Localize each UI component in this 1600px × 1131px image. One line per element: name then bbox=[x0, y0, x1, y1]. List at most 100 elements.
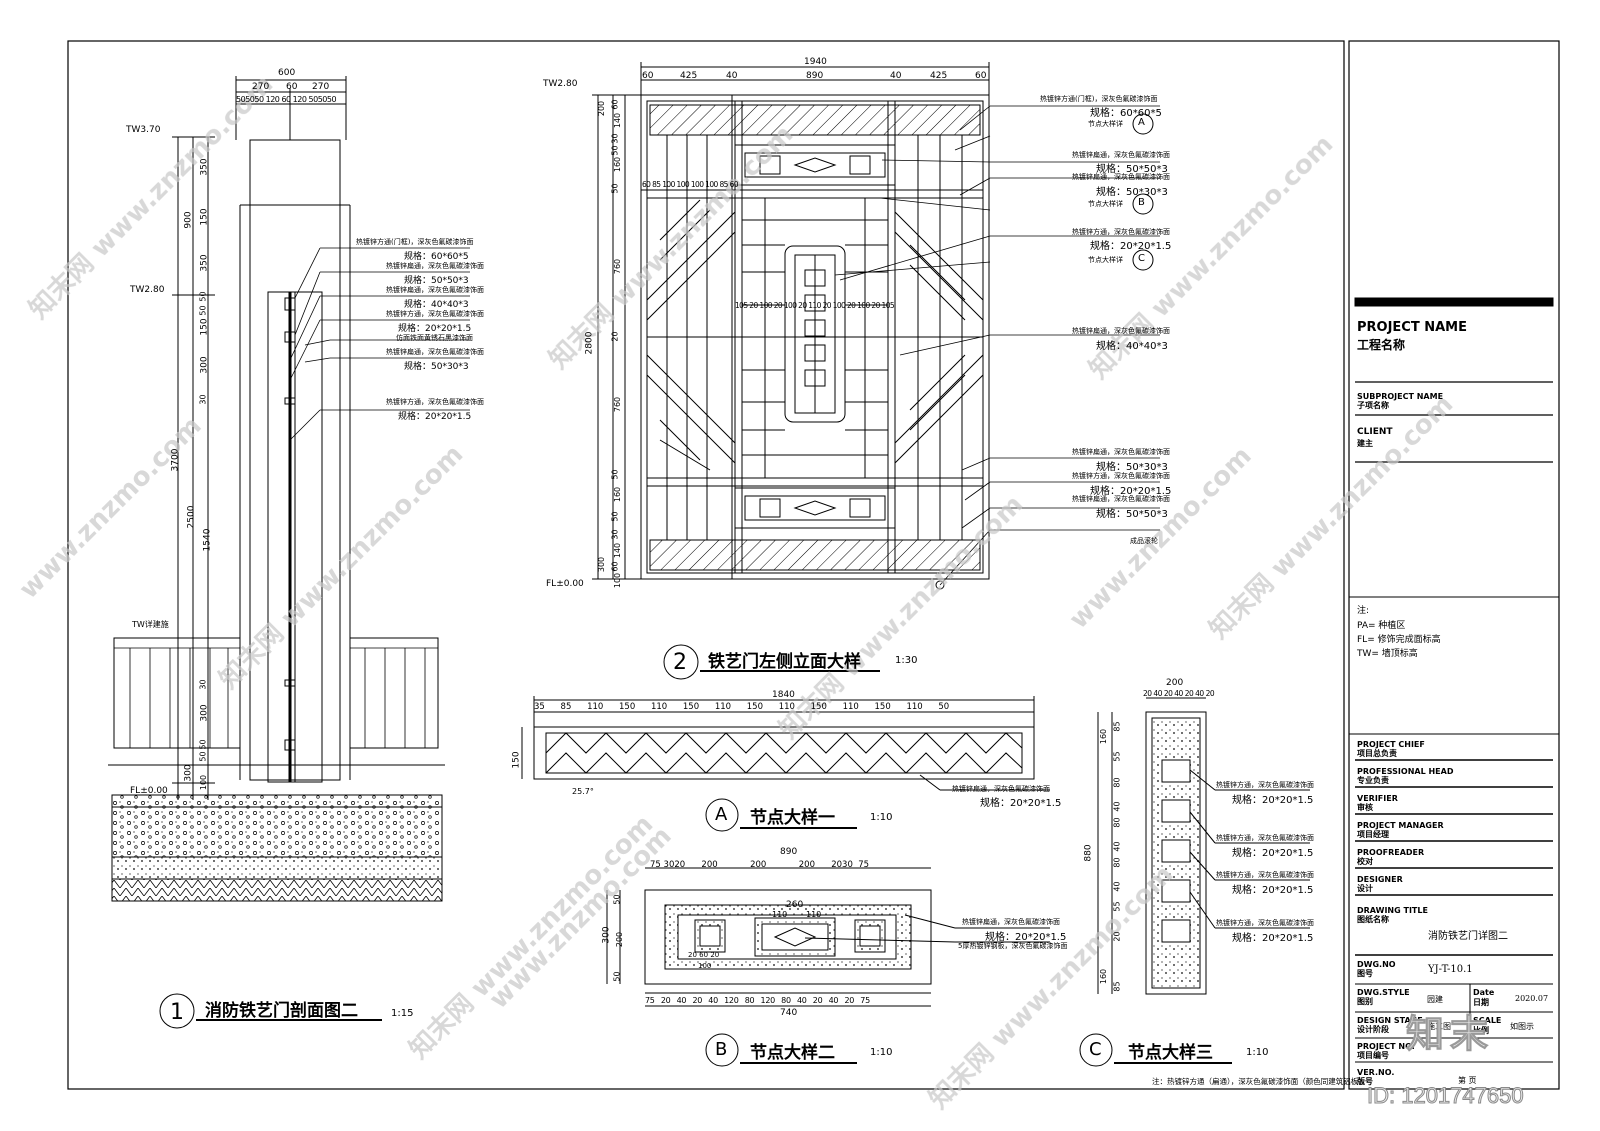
dwg-no-en: DWG.NO bbox=[1357, 960, 1396, 969]
db-inner-dim: 110 bbox=[806, 910, 822, 919]
db-letter: B bbox=[715, 1039, 728, 1060]
detail-b-drawing bbox=[606, 867, 1050, 1007]
project-name-en: PROJECT NAME bbox=[1357, 320, 1467, 335]
db-inner-dim: 110 bbox=[772, 910, 788, 919]
watermark-id: ID: 1201747650 bbox=[1367, 1083, 1525, 1109]
s1-annotation: 仿面铁面黄锈石黑漆饰面 bbox=[396, 334, 473, 342]
dc-vdim: 55 bbox=[1112, 751, 1122, 762]
s2-spec: 规格：50*50*3 bbox=[1096, 164, 1168, 175]
dc-top-dims: 20 40 20 40 20 40 20 bbox=[1143, 689, 1215, 698]
s2-spec: 规格：20*20*1.5 bbox=[1090, 486, 1172, 497]
svg-text:TW2.80: TW2.80 bbox=[542, 79, 578, 89]
s2-vdim: 50 bbox=[610, 145, 620, 156]
s1-spec: 规格：60*60*5 bbox=[404, 252, 469, 262]
drawing-title: 消防铁艺门详图二 bbox=[1428, 931, 1508, 942]
s1-vdim: 300 bbox=[199, 704, 210, 722]
dc-spec: 规格：20*20*1.5 bbox=[1232, 885, 1314, 896]
dc-vdim: 160 bbox=[1099, 728, 1109, 745]
note-line: TW= 墙顶标高 bbox=[1357, 649, 1418, 659]
role-en: PROJECT CHIEF bbox=[1357, 740, 1425, 749]
s2-scale: 1:30 bbox=[895, 655, 918, 666]
s1-vdim: 150 bbox=[199, 318, 210, 336]
s2-spec: 规格：50*30*3 bbox=[1096, 462, 1168, 473]
s1-title: 消防铁艺门剖面图二 bbox=[205, 1001, 358, 1021]
s2-vdim: 200 bbox=[597, 100, 607, 117]
s1-dim-mid: 60 bbox=[286, 82, 298, 92]
dc-vdim: 40 bbox=[1112, 881, 1122, 892]
s2-vdim: 60 bbox=[610, 99, 620, 110]
s1-vdim: 30 bbox=[198, 394, 208, 405]
da-letter: A bbox=[715, 804, 728, 825]
dwg-no-cn: 图号 bbox=[1357, 969, 1373, 978]
s1-annotation: 热镀锌扁通，深灰色氟碳漆饰面 bbox=[386, 348, 484, 356]
dwg-style-cn: 图别 bbox=[1357, 997, 1373, 1006]
db-vdim: 50 bbox=[612, 894, 622, 905]
s2-vdim: 50 bbox=[610, 469, 620, 480]
project-no-cn: 项目编号 bbox=[1357, 1051, 1389, 1060]
s1-spec: 规格：40*40*3 bbox=[404, 300, 469, 310]
drawing-title-en: DRAWING TITLE bbox=[1357, 906, 1428, 915]
note-line: PA= 种植区 bbox=[1357, 621, 1406, 631]
section-1-drawing bbox=[108, 76, 470, 902]
da-overall: 1840 bbox=[772, 690, 795, 700]
date-cn: 日期 bbox=[1473, 998, 1489, 1007]
s2-overall-height: 2800 bbox=[584, 331, 595, 355]
dc-spec: 规格：20*20*1.5 bbox=[1232, 933, 1314, 944]
dc-spec: 规格：20*20*1.5 bbox=[1232, 795, 1314, 806]
s2-annotation: 成品滚轮 bbox=[1130, 537, 1158, 545]
s2-vdim: 140 bbox=[613, 542, 623, 559]
s1-spec: 规格：20*20*1.5 bbox=[398, 412, 472, 422]
dc-vdim: 80 bbox=[1112, 857, 1122, 868]
svg-text:FL±0.00: FL±0.00 bbox=[546, 579, 584, 589]
db-vdim: 200 bbox=[615, 931, 625, 948]
db-spec: 规格：20*20*1.5 bbox=[985, 932, 1067, 943]
s2-vdim: 140 bbox=[613, 112, 623, 129]
dwg-no: YJ-T-10.1 bbox=[1428, 964, 1473, 975]
note-line: FL= 修饰完成面标高 bbox=[1357, 635, 1441, 645]
s2-vdim: 50 bbox=[610, 511, 620, 522]
date: 2020.07 bbox=[1515, 994, 1549, 1003]
dc-vdim: 85 bbox=[1112, 721, 1122, 732]
watermark-text: www.znzmo.com bbox=[14, 411, 208, 605]
s2-vdim: 30 bbox=[610, 133, 620, 144]
db-height: 300 bbox=[601, 926, 612, 944]
s2-ref-label: 节点大样详 bbox=[1088, 120, 1123, 128]
project-no-en: PROJECT NO. bbox=[1357, 1042, 1415, 1051]
db-small-dims: 20 60 20 bbox=[688, 951, 720, 959]
s2-spec: 规格：40*40*3 bbox=[1096, 341, 1168, 352]
notes-head: 注: bbox=[1357, 606, 1370, 616]
role-cn: 设计 bbox=[1357, 884, 1373, 893]
dc-title: 节点大样三 bbox=[1128, 1043, 1213, 1063]
s1-spec: 规格：50*30*3 bbox=[404, 362, 469, 372]
drawing-title-cn: 图纸名称 bbox=[1357, 915, 1389, 924]
da-angle: 25.7° bbox=[572, 787, 594, 796]
s2-vdim: 160 bbox=[613, 156, 623, 173]
role-en: PROFESSIONAL HEAD bbox=[1357, 767, 1454, 776]
scale-en: SCALE bbox=[1473, 1016, 1502, 1025]
s2-vdim: 760 bbox=[613, 258, 623, 275]
s1-dim-overall: 600 bbox=[278, 68, 296, 78]
s1-vdim: 3700 bbox=[170, 448, 181, 472]
s2-annotation: 热镀锌扁通，深灰色氟碳漆饰面 bbox=[1072, 327, 1170, 335]
s2-dim: 425 bbox=[680, 71, 698, 81]
db-bottom-overall: 740 bbox=[780, 1008, 798, 1018]
watermark-text: www.znzmo.com bbox=[484, 821, 678, 1015]
subproject-en: SUBPROJECT NAME bbox=[1357, 392, 1444, 401]
db-annotation: 热镀锌扁通，深灰色氟碳漆饰面 bbox=[962, 918, 1060, 926]
svg-text:TW详建施: TW详建施 bbox=[131, 619, 169, 629]
s2-spec: 规格：50*50*3 bbox=[1096, 509, 1168, 520]
detail-c-drawing bbox=[1097, 697, 1310, 995]
titleblock-frame bbox=[1348, 40, 1560, 1090]
dwg-style: 园建 bbox=[1427, 995, 1443, 1004]
s2-ref-a: A bbox=[1138, 117, 1145, 128]
s2-annotation: 热镀锌方通，深灰色氟碳漆饰面 bbox=[1072, 228, 1170, 236]
dc-vdim: 85 bbox=[1112, 981, 1122, 992]
subproject-cn: 子项名称 bbox=[1357, 401, 1389, 410]
s1-sub-dims: 505050 120 60 120 505050 bbox=[236, 95, 337, 104]
s1-vdim: 100 bbox=[199, 774, 209, 791]
dc-vdim: 20 bbox=[1112, 931, 1122, 942]
da-scale: 1:10 bbox=[870, 812, 893, 823]
s2-annotation: 热镀锌扁通，深灰色氟碳漆饰面 bbox=[1072, 495, 1170, 503]
s2-number: 2 bbox=[673, 650, 687, 675]
dc-annotation: 热镀锌方通，深灰色氟碳漆饰面 bbox=[1216, 871, 1314, 879]
